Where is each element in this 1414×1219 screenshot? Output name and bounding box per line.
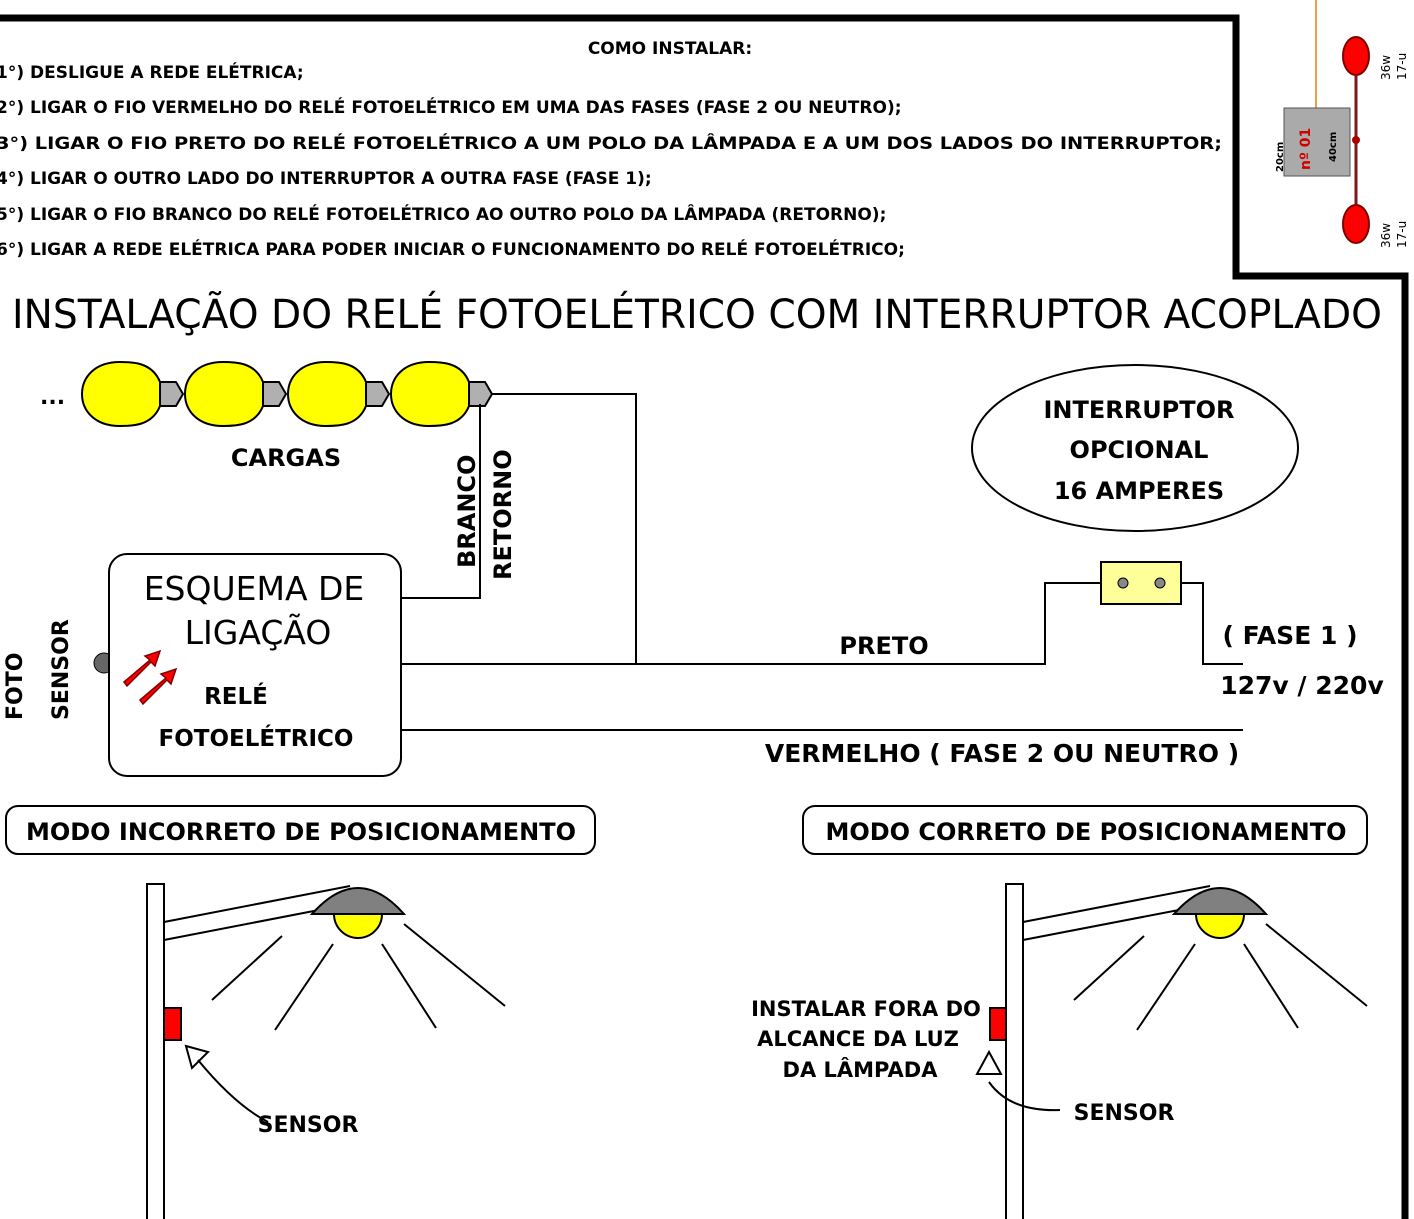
red-wire-label: VERMELHO ( FASE 2 OU NEUTRO ) xyxy=(765,739,1239,768)
incorrect-sensor-label: SENSOR xyxy=(258,1113,359,1138)
wiring xyxy=(402,393,1243,731)
fixture-watt-top-b: 17-u xyxy=(1395,53,1409,80)
loads-group: ... CARGAS xyxy=(40,360,494,472)
load-bulb-icon xyxy=(389,360,494,428)
correct-note-line-3: DA LÂMPADA xyxy=(783,1057,939,1082)
switch-info-ellipse xyxy=(971,364,1299,532)
fixture-dim-a: 20cm xyxy=(1275,142,1286,172)
correct-mode: MODO CORRETO DE POSICIONAMENTO INSTALAR … xyxy=(751,805,1368,1219)
switch-info-line-1: INTERRUPTOR xyxy=(1043,396,1234,424)
page-border xyxy=(0,14,1409,1219)
phase-1-label: ( FASE 1 ) xyxy=(1223,621,1358,650)
relay-box: ESQUEMA DE LIGAÇÃO RELÉ FOTOELÉTRICO xyxy=(93,553,402,777)
correct-note-line-1: INSTALAR FORA DO xyxy=(751,997,981,1021)
fixture-lamp-bottom-icon xyxy=(1342,204,1370,244)
voltage-label: 127v / 220v xyxy=(1220,671,1384,700)
relay-box-title-2: LIGAÇÃO xyxy=(185,613,332,652)
incorrect-mode-label: MODO INCORRETO DE POSICIONAMENTO xyxy=(26,818,576,846)
fixture-number: nº 01 xyxy=(1298,128,1314,170)
switch-icon xyxy=(1100,561,1182,605)
fixture-tag: nº 01 20cm 40cm 36w 17-u 36w 17-u xyxy=(1275,0,1409,248)
black-wire-label: PRETO xyxy=(839,632,928,660)
loads-ellipsis: ... xyxy=(40,385,65,410)
wire-white-return xyxy=(402,404,481,599)
page-title: INSTALAÇÃO DO RELÉ FOTOELÉTRICO COM INTE… xyxy=(12,290,1382,338)
instruction-step-4: 4°) LIGAR O OUTRO LADO DO INTERRUPTOR A … xyxy=(0,169,652,189)
wire-phase-1 xyxy=(1181,582,1243,665)
correct-pole-icon xyxy=(975,883,1368,1219)
return-wire-label: RETORNO xyxy=(489,449,517,580)
white-wire-label: BRANCO xyxy=(453,455,481,568)
photo-sensor-label-1: FOTO xyxy=(3,653,28,720)
instruction-step-3: 3°) LIGAR O FIO PRETO DO RELÉ FOTOELÉTRI… xyxy=(0,132,1222,154)
instruction-step-2: 2°) LIGAR O FIO VERMELHO DO RELÉ FOTOELÉ… xyxy=(0,96,902,118)
fixture-watt-bottom-b: 17-u xyxy=(1395,221,1409,248)
switch-info-line-3: 16 AMPERES xyxy=(1054,477,1224,505)
fixture-box xyxy=(1283,107,1351,177)
load-bulb-icon xyxy=(183,360,288,428)
instructions-section: COMO INSTALAR: 1°) DESLIGUE A REDE ELÉTR… xyxy=(0,39,1222,260)
fixture-watt-bottom: 36w xyxy=(1379,223,1393,248)
switch-info-line-2: OPCIONAL xyxy=(1070,436,1209,464)
incorrect-mode: MODO INCORRETO DE POSICIONAMENTO SENSOR xyxy=(5,805,596,1219)
relay-box-title-1: ESQUEMA DE xyxy=(144,569,365,608)
relay-box-sub-1: RELÉ xyxy=(204,682,268,710)
correct-mode-badge xyxy=(802,805,1368,855)
switch-info: INTERRUPTOR OPCIONAL 16 AMPERES xyxy=(971,364,1299,532)
incorrect-mode-badge xyxy=(5,805,596,855)
wire-black xyxy=(402,582,1101,665)
correct-sensor-label: SENSOR xyxy=(1074,1101,1175,1126)
loads-label: CARGAS xyxy=(231,444,341,472)
fixture-dim-c: 40cm xyxy=(1328,132,1339,162)
load-bulb-icon xyxy=(286,360,391,428)
photo-sensor-label-2: SENSOR xyxy=(49,619,74,720)
correct-note-line-2: ALCANCE DA LUZ xyxy=(757,1027,959,1051)
incorrect-pole-icon xyxy=(146,883,506,1219)
fixture-watt-top: 36w xyxy=(1379,55,1393,80)
instruction-step-1: 1°) DESLIGUE A REDE ELÉTRICA; xyxy=(0,61,304,83)
relay-box-frame xyxy=(108,553,402,777)
wire-load-pole-a xyxy=(492,393,637,664)
fixture-node xyxy=(1352,136,1360,144)
instructions-heading: COMO INSTALAR: xyxy=(588,39,752,59)
instruction-step-6: 6°) LIGAR A REDE ELÉTRICA PARA PODER INI… xyxy=(0,238,905,260)
fixture-lamp-top-icon xyxy=(1342,36,1370,76)
relay-box-sub-2: FOTOELÉTRICO xyxy=(159,724,354,752)
light-arrows-icon xyxy=(122,649,178,706)
instruction-step-5: 5°) LIGAR O FIO BRANCO DO RELÉ FOTOELÉTR… xyxy=(0,203,886,225)
load-bulb-icon xyxy=(80,360,185,428)
correct-mode-label: MODO CORRETO DE POSICIONAMENTO xyxy=(825,818,1346,846)
